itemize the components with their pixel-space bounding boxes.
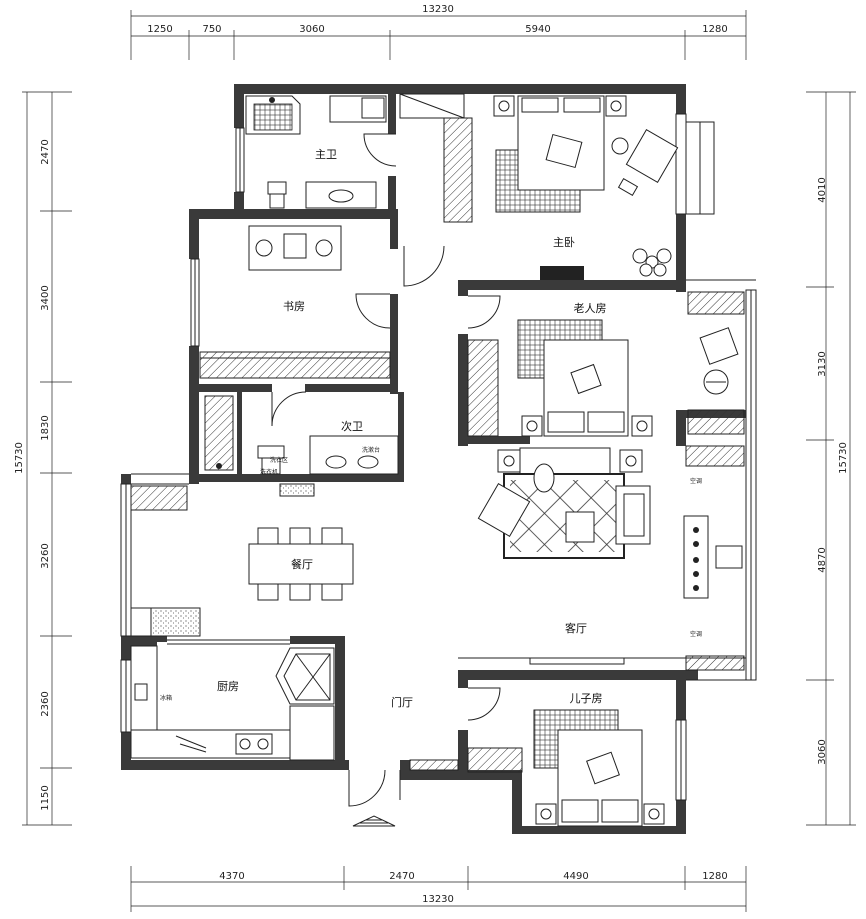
right-total-dim: 15730 [838,442,849,474]
elder-room-furniture [467,291,745,437]
right-dim-4: 3060 [817,739,828,764]
room-label-study: 书房 [283,300,305,313]
foyer-cabinet [409,759,459,771]
left-dim-2: 3400 [40,285,51,310]
top-dim-5: 1280 [702,24,727,35]
bottom-dim-1: 4370 [219,871,244,882]
top-dim-1: 1250 [147,24,172,35]
label-wash-area: 洗衣区 [270,456,288,464]
second-bath-fixtures: 洗衣区 洗漱台 洗衣机 [204,395,399,497]
label-ac-2: 空调 [690,630,702,638]
right-dim-1: 4010 [817,177,828,202]
study-furniture [199,225,391,379]
left-total-dim: 15730 [14,442,25,474]
label-ac-1: 空调 [690,477,702,485]
doors [167,133,501,807]
living-room-furniture: 空调 空调 [477,445,745,671]
label-wash-machine: 洗衣机 [260,468,278,476]
label-basin: 洗漱台 [362,446,380,454]
left-dim-6: 1150 [40,785,51,810]
right-dim-2: 3130 [817,351,828,376]
left-dimension: 15730 2470 3400 1830 3260 2360 1150 [14,91,72,826]
bottom-dim-3: 4490 [563,871,588,882]
dining-furniture [130,485,354,637]
room-label-dining: 餐厅 [291,557,313,571]
master-bedroom-furniture [399,93,679,280]
right-dimension: 4010 3130 4870 3060 15730 [806,91,856,826]
son-room-furniture [467,709,665,827]
left-dim-4: 3260 [40,543,51,568]
label-fridge: 冰箱 [160,694,172,702]
left-dim-3: 1830 [40,415,51,440]
entrance-arrow-icon [352,815,396,827]
top-dim-4: 5940 [525,24,550,35]
kitchen-furniture: 冰箱 [130,645,335,761]
bottom-dim-4: 1280 [702,871,727,882]
room-labels: 主卫 主卧 书房 老人房 次卫 餐厅 客厅 厨房 门厅 儿子房 [217,148,607,709]
room-label-master-bedroom: 主卧 [553,236,575,249]
left-dim-5: 2360 [40,691,51,716]
master-bath-fixtures [245,95,387,209]
top-dim-2: 750 [202,24,221,35]
bottom-dim-2: 2470 [389,871,414,882]
walls [121,84,746,834]
top-dimension: 13230 1250 750 3060 5940 1280 [130,4,747,60]
room-label-foyer: 门厅 [391,695,413,709]
bottom-total-dim: 13230 [422,894,454,905]
top-total-dim: 13230 [422,4,454,15]
room-label-kitchen: 厨房 [217,680,239,693]
bottom-dimension: 4370 2470 4490 1280 13230 [130,866,747,912]
room-label-elder-room: 老人房 [574,302,607,315]
windows [120,113,757,801]
room-label-living: 客厅 [565,621,587,635]
top-dim-3: 3060 [299,24,324,35]
room-label-master-bath: 主卫 [315,148,337,161]
room-label-son-room: 儿子房 [570,692,603,705]
right-dim-3: 4870 [817,547,828,572]
left-dim-1: 2470 [40,139,51,164]
room-label-second-bath: 次卫 [341,419,363,433]
